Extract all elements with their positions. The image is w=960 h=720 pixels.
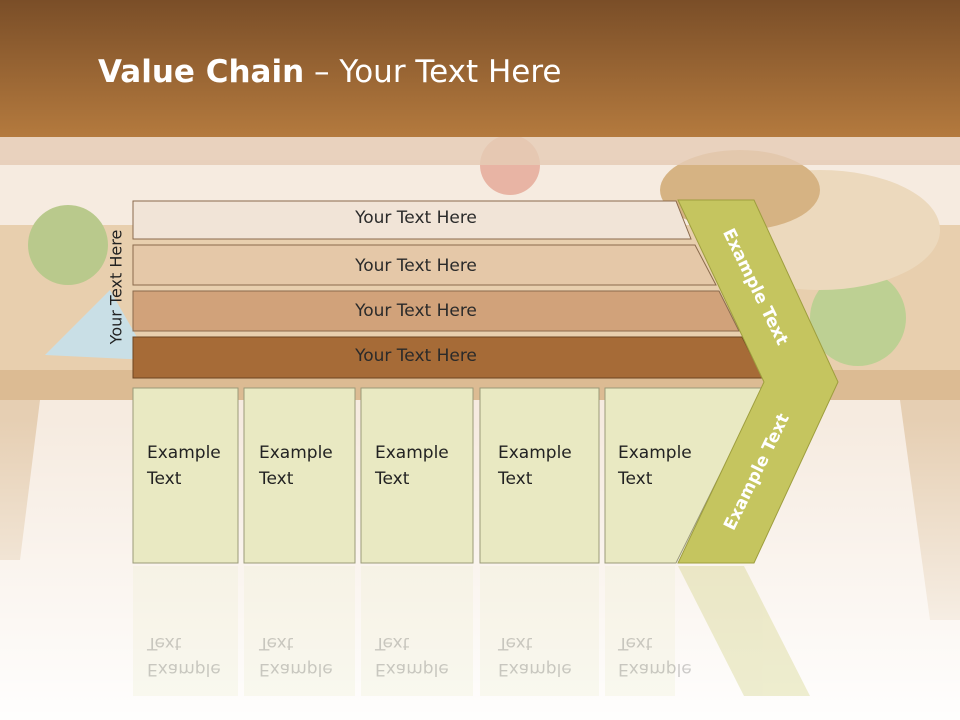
column-label-line: Example	[618, 443, 692, 463]
activity-column-4	[479, 387, 600, 564]
reflection-line: Text	[259, 633, 294, 653]
reflection-label: Example Text	[375, 630, 475, 682]
reflection-column	[480, 566, 599, 696]
column-label-line: Text	[375, 469, 410, 489]
row-label-4: Your Text Here	[355, 346, 477, 366]
reflection-line: Example	[618, 659, 692, 679]
reflection-line: Example	[498, 659, 572, 679]
value-row-1	[132, 200, 692, 240]
activity-column-3	[360, 387, 474, 564]
margin-chevron	[677, 199, 839, 564]
side-label: Your Text Here	[106, 229, 126, 345]
reflection-group	[133, 566, 810, 696]
column-label-line: Example	[147, 443, 221, 463]
row-label-2: Your Text Here	[355, 256, 477, 276]
reflection-line: Text	[147, 633, 182, 653]
header-bar	[0, 0, 960, 137]
row-label-3: Your Text Here	[355, 301, 477, 321]
header-band	[0, 137, 960, 165]
column-label-line: Text	[498, 469, 533, 489]
title-rest: – Your Text Here	[304, 54, 562, 90]
reflection-chevron	[678, 566, 810, 696]
reflection-line: Example	[259, 659, 333, 679]
value-row-3	[132, 290, 740, 332]
column-label-line: Text	[147, 469, 182, 489]
reflection-label: Example Text	[498, 630, 598, 682]
reflection-line: Text	[375, 633, 410, 653]
column-label-line: Example	[375, 443, 449, 463]
reflection-label: Example Text	[259, 630, 359, 682]
reflection-line: Text	[498, 633, 533, 653]
activity-column-1	[132, 387, 239, 564]
reflection-line: Example	[147, 659, 221, 679]
activity-column-2	[243, 387, 356, 564]
reflection-column	[244, 566, 355, 696]
reflection-label: Example Text	[618, 630, 718, 682]
row-label-1: Your Text Here	[355, 208, 477, 228]
reflection-column	[361, 566, 473, 696]
column-label-line: Text	[618, 469, 653, 489]
page-title: Value Chain – Your Text Here	[98, 54, 561, 90]
value-row-2	[132, 244, 717, 286]
activity-column-5	[604, 387, 764, 564]
column-label-line: Example	[498, 443, 572, 463]
reflection-line: Text	[618, 633, 653, 653]
reflection-column	[605, 566, 675, 696]
reflection-line: Example	[375, 659, 449, 679]
column-label-line: Text	[259, 469, 294, 489]
reflection-column	[133, 566, 238, 696]
column-label-line: Example	[259, 443, 333, 463]
title-bold: Value Chain	[98, 54, 305, 90]
reflection-label: Example Text	[147, 630, 247, 682]
